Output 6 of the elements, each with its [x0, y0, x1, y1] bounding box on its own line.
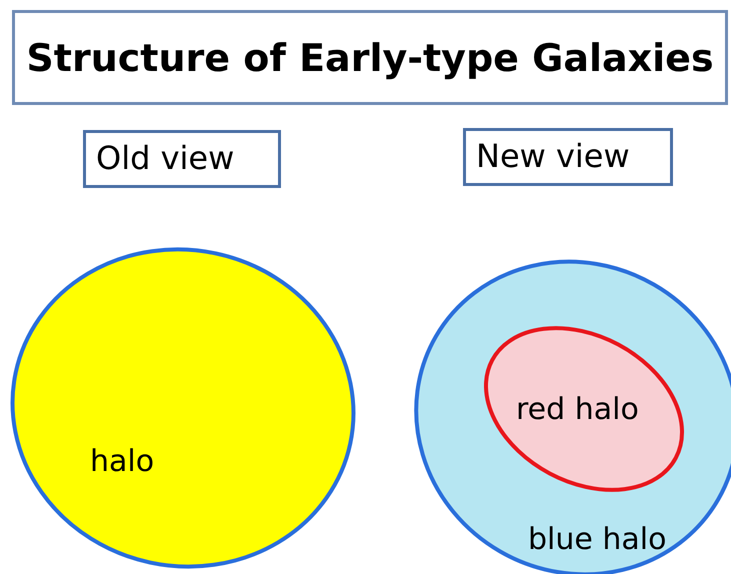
view-heading-box: New view — [463, 128, 673, 186]
region-label: red halo — [516, 392, 639, 427]
region-label: blue halo — [528, 522, 666, 557]
view-heading-box: Old view — [83, 130, 281, 188]
title-banner: Structure of Early-type Galaxies — [12, 10, 728, 105]
region-label: halo — [90, 444, 154, 479]
